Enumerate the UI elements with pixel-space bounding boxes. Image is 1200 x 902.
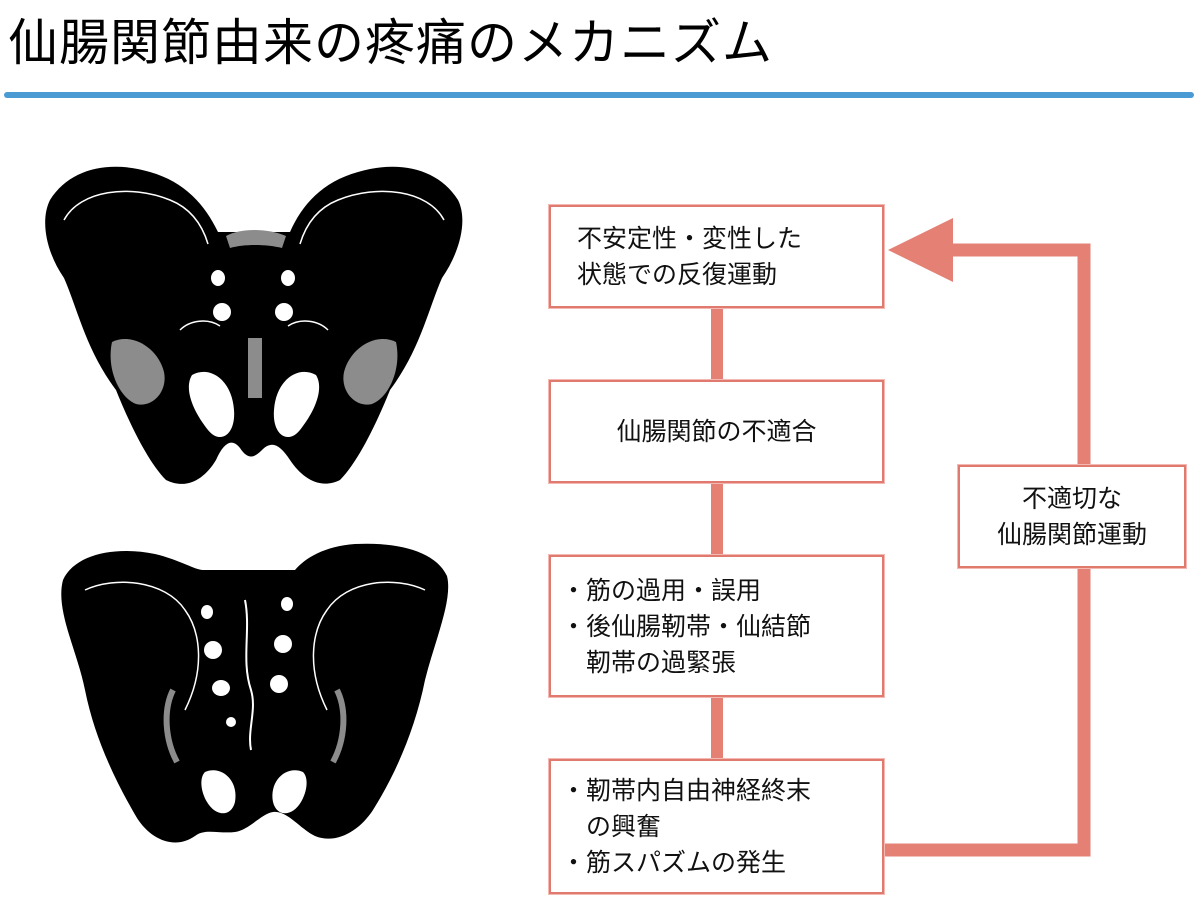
box-line: の興奮 <box>561 812 662 841</box>
box-line: ・後仙腸靭帯・仙結節 <box>561 612 812 641</box>
flow-box-repetitive-motion: 不安定性・変性した 状態での反復運動 <box>549 205 884 308</box>
pelvis-posterior-illustration <box>61 543 449 843</box>
flow-box-joint-misalignment: 仙腸関節の不適合 <box>549 380 884 483</box>
box-line: ・筋の過用・誤用 <box>561 576 762 605</box>
connector-2-3 <box>711 483 723 555</box>
box-line: 不安定性・変性した <box>577 224 803 253</box>
title-underline <box>4 92 1194 98</box>
pelvis-anterior-illustration <box>45 166 463 484</box>
flow-box-nerve-spasm: ・靭帯内自由神経終末 の興奮 ・筋スパズムの発生 <box>549 759 884 894</box>
box-line: 靭帯の過緊張 <box>561 648 737 677</box>
connector-1-2 <box>711 308 723 380</box>
box-line: ・靭帯内自由神経終末 <box>561 776 812 805</box>
loop-label-box: 不適切な 仙腸関節運動 <box>958 465 1186 568</box>
box-line: 不適切な <box>1021 484 1122 513</box>
flow-box-muscle-ligament: ・筋の過用・誤用 ・後仙腸靭帯・仙結節 靭帯の過緊張 <box>549 555 884 697</box>
box-line: ・筋スパズムの発生 <box>561 848 787 877</box>
page-title: 仙腸関節由来の疼痛のメカニズム <box>8 14 773 72</box>
box-line: 仙腸関節の不適合 <box>616 417 817 446</box>
box-line: 状態での反復運動 <box>577 260 778 289</box>
box-line: 仙腸関節運動 <box>996 520 1147 549</box>
connector-3-4 <box>711 697 723 759</box>
